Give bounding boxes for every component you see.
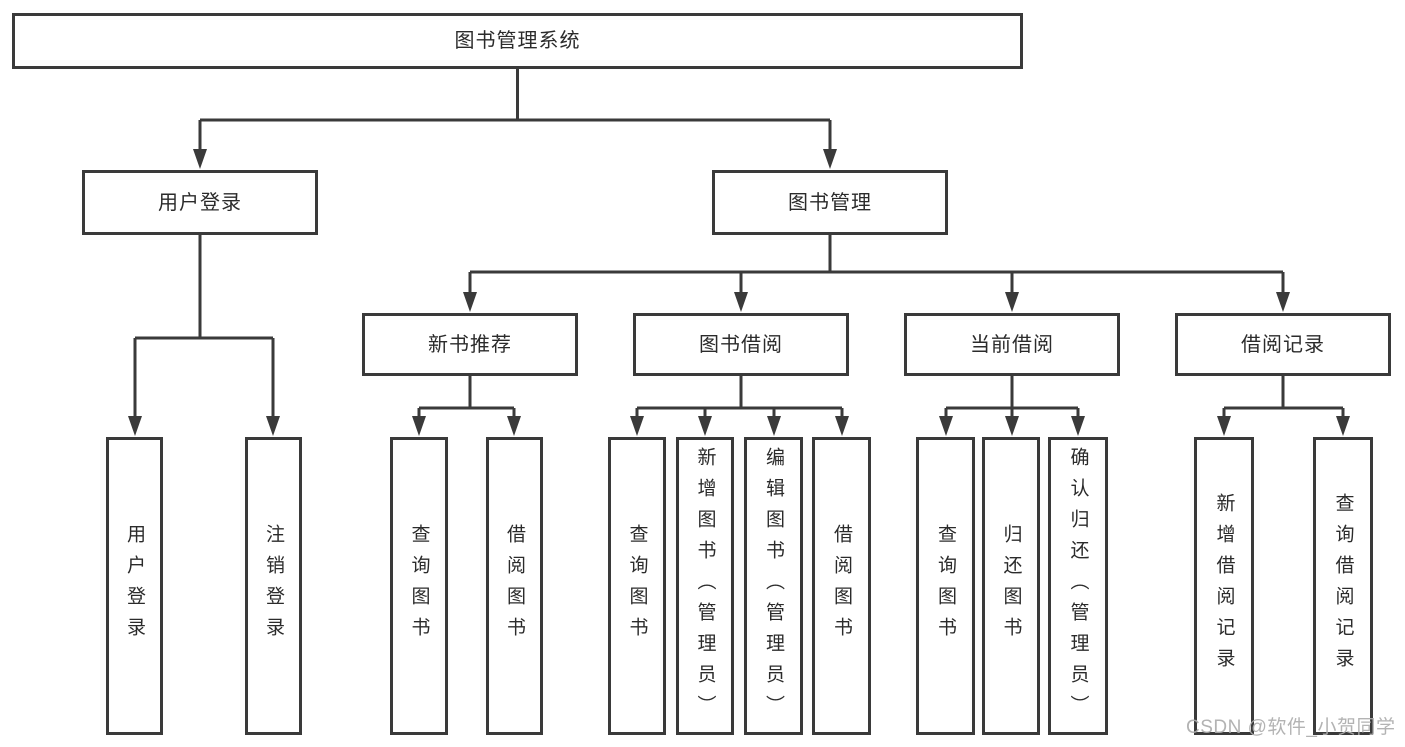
leaf-logout: 注销登录 bbox=[245, 437, 302, 735]
leaf-current-query-books: 查询图书 bbox=[916, 437, 975, 735]
node-new-book-recommend: 新书推荐 bbox=[362, 313, 578, 376]
leaf-query-borrow-record: 查询借阅记录 bbox=[1313, 437, 1373, 735]
leaf-return-books: 归还图书 bbox=[982, 437, 1040, 735]
leaf-borrow-query-books: 查询图书 bbox=[608, 437, 666, 735]
node-user-login: 用户登录 bbox=[82, 170, 318, 235]
node-current-borrow: 当前借阅 bbox=[904, 313, 1120, 376]
node-book-borrow: 图书借阅 bbox=[633, 313, 849, 376]
leaf-recommend-borrow-books: 借阅图书 bbox=[486, 437, 543, 735]
leaf-add-books-admin: 新增图书（管理员） bbox=[676, 437, 734, 735]
csdn-watermark: CSDN @软件_小贺同学 bbox=[1186, 717, 1396, 738]
leaf-user-login: 用户登录 bbox=[106, 437, 163, 735]
leaf-confirm-return-admin: 确认归还（管理员） bbox=[1048, 437, 1108, 735]
leaf-edit-books-admin: 编辑图书（管理员） bbox=[744, 437, 803, 735]
leaf-recommend-query-books: 查询图书 bbox=[390, 437, 448, 735]
leaf-add-borrow-record: 新增借阅记录 bbox=[1194, 437, 1254, 735]
node-book-management: 图书管理 bbox=[712, 170, 948, 235]
node-root-library-system: 图书管理系统 bbox=[12, 13, 1023, 69]
node-borrow-records: 借阅记录 bbox=[1175, 313, 1391, 376]
leaf-borrow-books: 借阅图书 bbox=[812, 437, 871, 735]
